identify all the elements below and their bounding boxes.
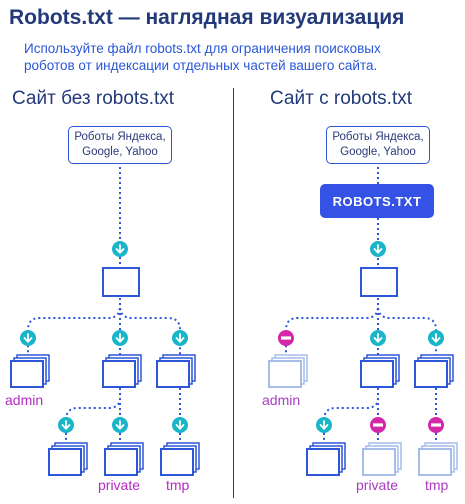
right-admin-label: admin [262, 392, 301, 408]
right-tmp-allowed-icon [427, 329, 445, 347]
right-link-sub [323, 388, 379, 444]
left-admin-allowed-icon [19, 329, 37, 347]
column-divider [233, 88, 234, 498]
subtitle-line-2: роботов от индексации отдельных частей в… [24, 58, 378, 73]
left-tmp-label: tmp [166, 477, 190, 493]
left-tmp-page-icon [156, 354, 196, 388]
left-column-heading: Сайт без robots.txt [12, 88, 175, 109]
left-bots-box: Роботы Яндекса, Google, Yahoo [68, 126, 172, 164]
left-tree [27, 167, 181, 444]
left-admin-label: admin [5, 392, 44, 408]
right-admin-blocked-icon [278, 330, 294, 346]
right-tmpsub-blocked-icon [428, 417, 444, 433]
right-bots-line-2: Google, Yahoo [340, 146, 416, 158]
right-bots-box: Роботы Яндекса, Google, Yahoo [326, 126, 430, 164]
subtitle-line-1: Используйте файл robots.txt для ограниче… [24, 41, 381, 56]
left-root-page-icon [102, 267, 140, 297]
right-admin-page-icon [268, 354, 308, 388]
left-sub-page-icon [48, 442, 88, 476]
page-title: Robots.txt — наглядная визуализация [9, 6, 405, 29]
left-admin-page-icon [10, 354, 50, 388]
left-bots-line-1: Роботы Яндекса, [74, 131, 166, 143]
left-sub-allowed-icon [57, 416, 75, 434]
right-tmp-page-icon [414, 354, 454, 388]
robots-txt-badge: ROBOTS.TXT [320, 184, 434, 218]
right-root-allowed-icon [369, 240, 387, 258]
right-column-heading: Сайт с robots.txt [270, 88, 413, 109]
right-private-page-icon [362, 442, 402, 476]
right-middle-allowed-icon [369, 329, 387, 347]
right-link-tmp [377, 298, 437, 356]
right-sub-page-icon [306, 442, 346, 476]
right-tmp-label: tmp [425, 477, 449, 493]
right-middle-page-icon [360, 354, 400, 388]
left-private-page-icon [104, 442, 144, 476]
left-private-allowed-icon [111, 416, 129, 434]
left-tmp-allowed-icon [171, 329, 189, 347]
left-middle-allowed-icon [111, 329, 129, 347]
left-bots-line-2: Google, Yahoo [82, 146, 158, 158]
right-private-label: private [356, 477, 399, 493]
right-bots-line-1: Роботы Яндекса, [332, 131, 424, 143]
page-subtitle: Используйте файл robots.txt для ограниче… [24, 40, 444, 74]
right-private-blocked-icon [370, 417, 386, 433]
right-root-page-icon [360, 267, 398, 297]
left-tmpsub-page-icon [160, 442, 200, 476]
left-link-tmp [119, 298, 181, 356]
left-tmpsub-allowed-icon [171, 416, 189, 434]
right-tmpsub-page-icon [418, 442, 458, 476]
right-sub-allowed-icon [315, 416, 333, 434]
right-link-admin [285, 298, 379, 356]
left-link-sub [65, 388, 121, 444]
left-middle-page-icon [102, 354, 142, 388]
left-private-label: private [98, 477, 141, 493]
left-root-allowed-icon [111, 240, 129, 258]
left-link-admin [27, 298, 121, 356]
